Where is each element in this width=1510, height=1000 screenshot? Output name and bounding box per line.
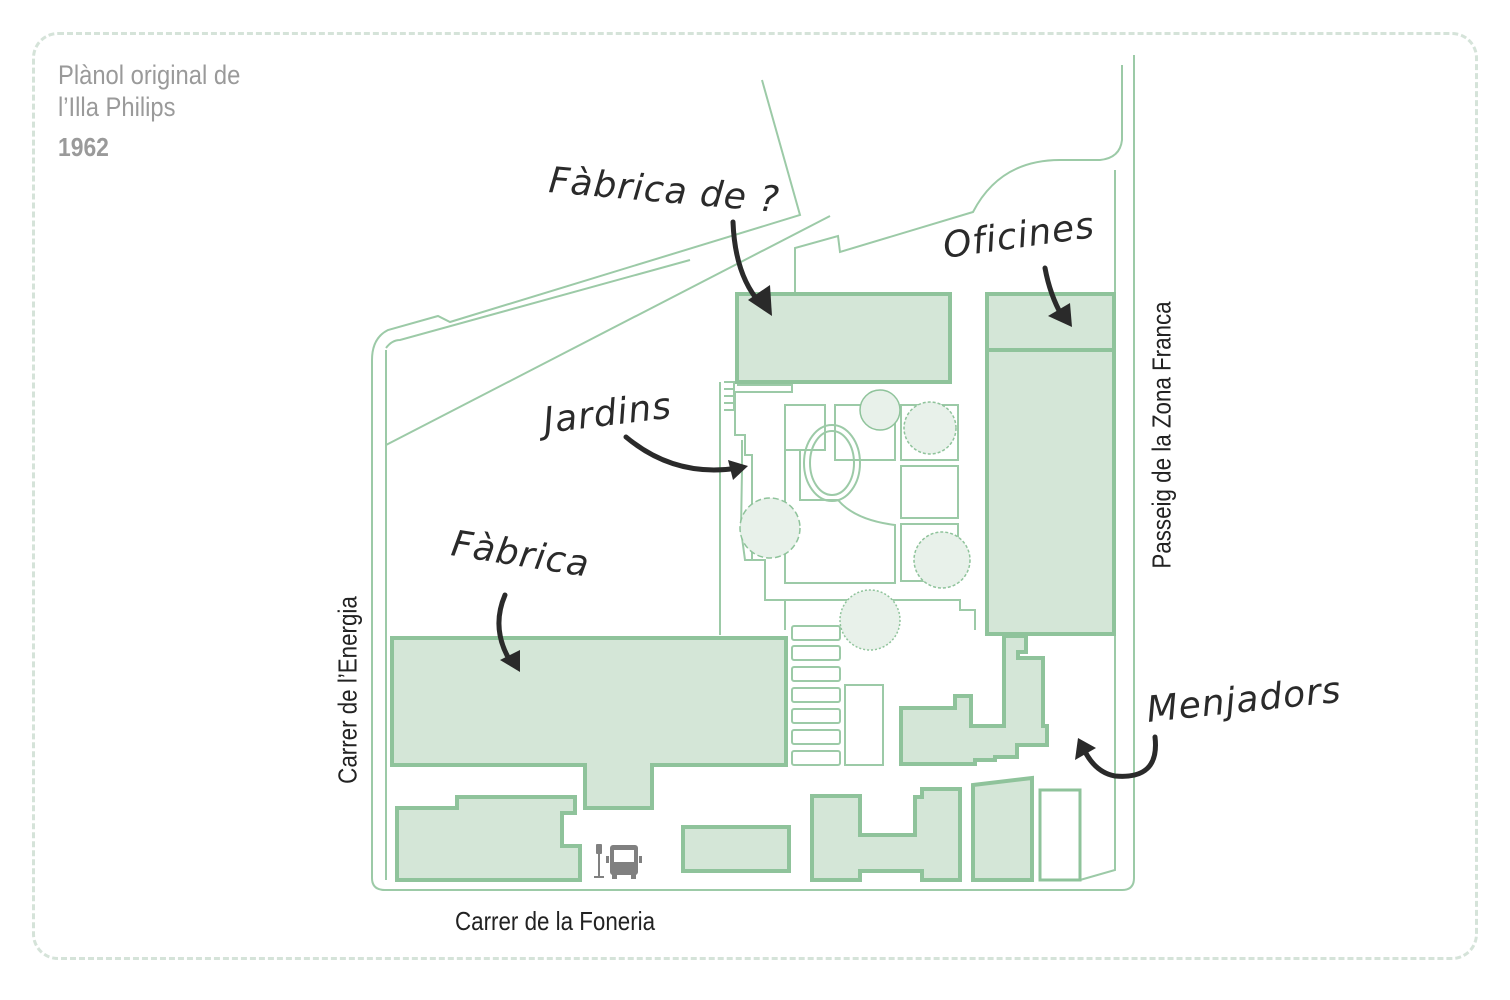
building-southeast [810, 787, 962, 882]
arrowhead [748, 285, 772, 316]
site-boundary [371, 55, 1135, 891]
garden-bed [784, 404, 826, 451]
building-east-small [971, 775, 1034, 882]
buildings [390, 292, 1116, 882]
trees [739, 389, 971, 651]
building-factory-unknown [735, 292, 952, 384]
stairs [724, 381, 735, 411]
building-offices-main [985, 348, 1116, 636]
inner-road-line [385, 259, 691, 349]
tree-icon [839, 589, 901, 651]
arrow-gardens [623, 434, 741, 473]
tree-icon [903, 401, 957, 455]
garden-oval-inner [809, 430, 855, 496]
diagonal-road [385, 215, 831, 446]
arrow-dining [1079, 734, 1158, 779]
arrowhead [728, 460, 748, 480]
map-title-line1: Plànol original de [58, 60, 241, 90]
street-label-energia: Carrer de l’Energia [332, 596, 363, 784]
map-frame [32, 32, 1478, 960]
arrow-heads [500, 285, 1096, 760]
garden-lawn [784, 449, 896, 584]
bus-stop-icon [594, 844, 642, 879]
arrowhead [1075, 738, 1096, 760]
small-building-outline [1038, 788, 1082, 882]
garden-oval [803, 424, 861, 502]
annex-outline [844, 684, 884, 766]
label-dining: Menjadors [1145, 670, 1344, 731]
north-boundary [794, 65, 1123, 292]
building-dining [899, 634, 1049, 766]
tree-icon [859, 389, 901, 431]
label-factory-unknown: Fàbrica de ? [547, 160, 781, 221]
garden-path [765, 599, 976, 630]
garden-bed [900, 465, 959, 519]
street-label-foneria: Carrer de la Foneria [455, 906, 656, 936]
map-title-line2: l’Illa Philips [58, 92, 176, 122]
building-southwest [395, 795, 582, 882]
label-factory: Fàbrica [449, 523, 593, 585]
building-offices-top [985, 292, 1116, 352]
map-year: 1962 [58, 132, 109, 162]
building-south-middle [681, 825, 791, 873]
street-label-zona-franca: Passeig de la Zona Franca [1146, 301, 1177, 569]
tree-icon [913, 531, 971, 589]
label-gardens: Jardins [535, 386, 674, 443]
building-factory [390, 636, 788, 810]
tree-icon [739, 497, 801, 559]
stair-stripes [791, 625, 841, 766]
arrowhead [500, 650, 520, 672]
arrowhead [1048, 303, 1072, 327]
